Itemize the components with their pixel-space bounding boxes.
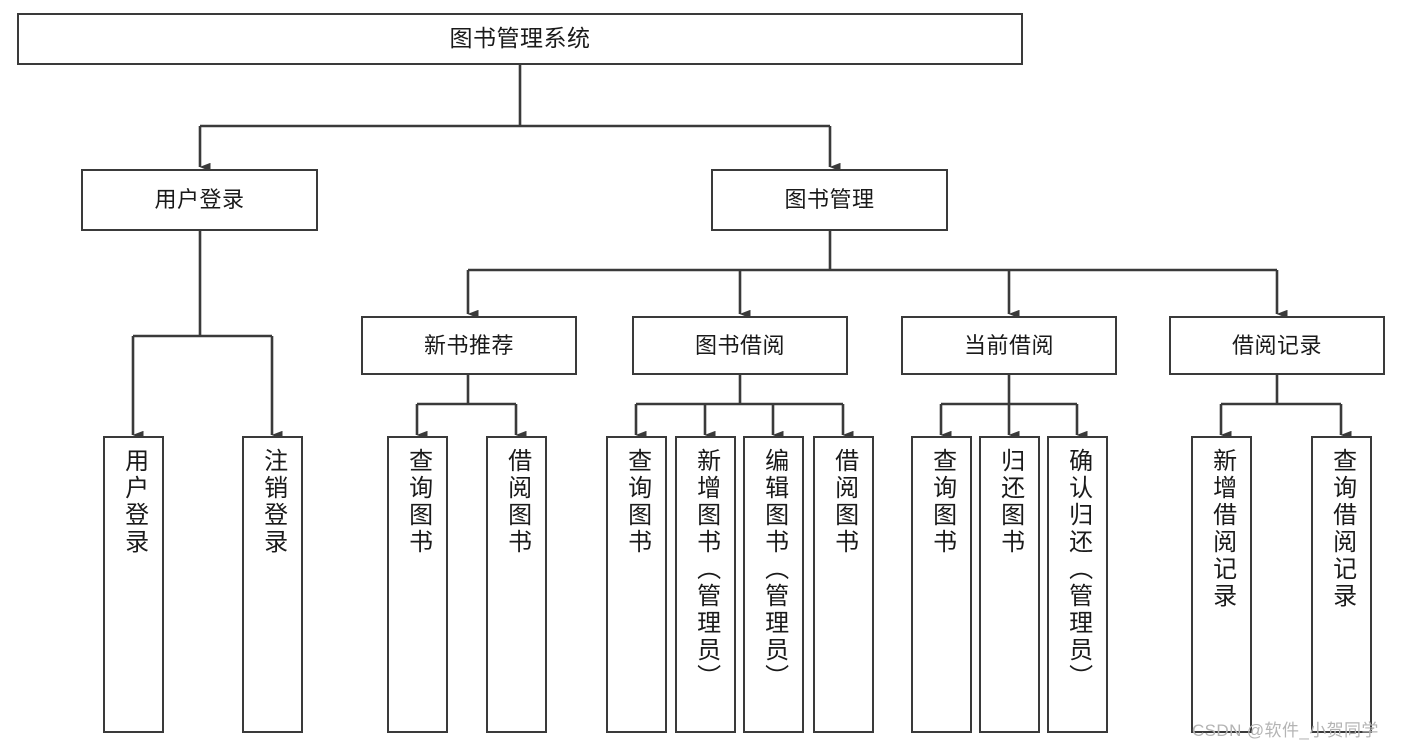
node-label: 借阅图书: [503, 448, 531, 556]
leaf-new-books-query[interactable]: 查询图书: [387, 436, 448, 733]
node-root-system[interactable]: 图书管理系统: [17, 13, 1023, 65]
node-label: 图书管理系统: [449, 25, 591, 52]
node-new-book-recommend[interactable]: 新书推荐: [361, 316, 577, 375]
node-label: 新书推荐: [423, 332, 514, 358]
node-label: 查询借阅记录: [1328, 448, 1356, 610]
leaf-borrow-edit-book-admin[interactable]: 编辑图书（管理员）: [743, 436, 804, 733]
leaf-current-confirm-return-admin[interactable]: 确认归还（管理员）: [1047, 436, 1108, 733]
node-label: 借阅记录: [1231, 332, 1322, 358]
node-user-login[interactable]: 用户登录: [81, 169, 318, 231]
node-label: 图书借阅: [694, 332, 785, 358]
node-label: 新增借阅记录: [1208, 448, 1236, 610]
node-label: 查询图书: [623, 448, 651, 556]
watermark-text: CSDN @软件_小贺同学: [1192, 721, 1379, 740]
node-label: 图书管理: [784, 187, 875, 213]
leaf-records-add-record[interactable]: 新增借阅记录: [1191, 436, 1252, 733]
leaf-borrow-borrow-book[interactable]: 借阅图书: [813, 436, 874, 733]
node-label: 新增图书（管理员）: [692, 448, 720, 691]
node-book-borrow[interactable]: 图书借阅: [632, 316, 848, 375]
node-borrow-records[interactable]: 借阅记录: [1169, 316, 1385, 375]
node-label: 借阅图书: [830, 448, 858, 556]
leaf-records-query-record[interactable]: 查询借阅记录: [1311, 436, 1372, 733]
node-label: 当前借阅: [963, 332, 1054, 358]
leaf-current-return-book[interactable]: 归还图书: [979, 436, 1040, 733]
node-label: 编辑图书（管理员）: [760, 448, 788, 691]
node-label: 归还图书: [996, 448, 1024, 556]
node-label: 查询图书: [404, 448, 432, 556]
node-label: 查询图书: [928, 448, 956, 556]
leaf-current-query-book[interactable]: 查询图书: [911, 436, 972, 733]
node-book-management[interactable]: 图书管理: [711, 169, 948, 231]
node-label: 用户登录: [120, 448, 148, 556]
leaf-user-login-signout[interactable]: 注销登录: [242, 436, 303, 733]
leaf-new-books-borrow[interactable]: 借阅图书: [486, 436, 547, 733]
node-label: 用户登录: [154, 187, 245, 213]
leaf-borrow-add-book-admin[interactable]: 新增图书（管理员）: [675, 436, 736, 733]
leaf-user-login-signin[interactable]: 用户登录: [103, 436, 164, 733]
node-current-borrow[interactable]: 当前借阅: [901, 316, 1117, 375]
node-label: 注销登录: [259, 448, 287, 556]
node-label: 确认归还（管理员）: [1064, 448, 1092, 691]
leaf-borrow-query-book[interactable]: 查询图书: [606, 436, 667, 733]
